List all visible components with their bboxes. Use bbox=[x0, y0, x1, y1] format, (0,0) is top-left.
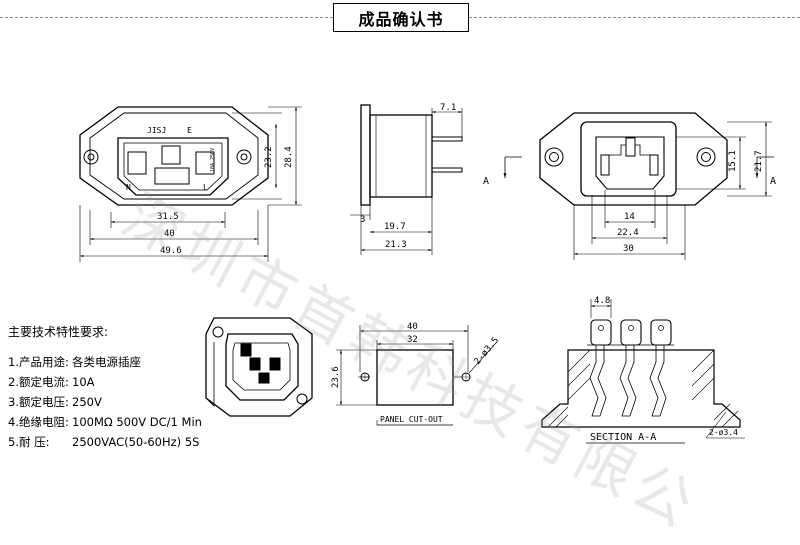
rear-mount-hole-left bbox=[544, 147, 564, 167]
dim-31-5: 31.5 bbox=[157, 212, 179, 222]
section-body-outline bbox=[541, 349, 741, 428]
rear-pin-e bbox=[625, 137, 636, 157]
side-flange bbox=[360, 104, 371, 206]
spec-row: 1.产品用途:各类电源插座 bbox=[8, 352, 202, 372]
hole-leader bbox=[468, 342, 497, 374]
section-hole-leader bbox=[705, 411, 727, 439]
rear-body-outline bbox=[580, 121, 677, 197]
dim-23-2: 23.2 bbox=[264, 146, 274, 168]
rear-view: A A 14 22.4 30 15.1 21.7 bbox=[483, 112, 776, 260]
iso-pin-n bbox=[249, 357, 261, 371]
front-mount-hole-left bbox=[83, 149, 99, 165]
iso-mount-hole-right bbox=[296, 393, 308, 405]
dim-15-1: 15.1 bbox=[728, 150, 738, 172]
spec-value: 2500VAC(50-60Hz) 5S bbox=[72, 435, 200, 449]
rear-mount-hole-left-inner bbox=[549, 152, 559, 162]
document-title: 成品确认书 bbox=[333, 3, 469, 32]
document-title-text: 成品确认书 bbox=[358, 9, 444, 29]
front-center-block bbox=[154, 167, 190, 185]
rear-mount-hole-right bbox=[696, 147, 716, 167]
spec-row: 3.额定电压:250V bbox=[8, 392, 202, 412]
rear-socket-inner bbox=[595, 136, 665, 190]
dim-4-8: 4.8 bbox=[594, 296, 610, 306]
side-terminal-bottom bbox=[431, 167, 463, 173]
section-label: SECTION A-A bbox=[590, 432, 656, 443]
spec-value: 各类电源插座 bbox=[72, 355, 141, 369]
dim-section-hole: 2-ø3.4 bbox=[709, 428, 738, 437]
pin-l-slot bbox=[195, 151, 215, 175]
rear-flange-outline bbox=[539, 112, 728, 206]
dim-cutout-40: 40 bbox=[407, 322, 418, 332]
dim-22-4: 22.4 bbox=[617, 228, 639, 238]
dim-cutout-hole: 2-ø3.5 bbox=[473, 336, 502, 367]
dim-14: 14 bbox=[624, 212, 635, 222]
title-divider-left bbox=[0, 17, 333, 18]
dim-19-7: 19.7 bbox=[384, 222, 406, 232]
iso-socket-outline bbox=[225, 333, 299, 401]
spec-value: 100MΩ 500V DC/1 Min bbox=[72, 415, 202, 429]
iso-pin-l bbox=[269, 357, 281, 371]
spec-label: 2.额定电流: bbox=[8, 375, 69, 389]
section-hatch bbox=[547, 349, 739, 428]
section-terminal-1 bbox=[590, 319, 612, 346]
dim-49-6: 49.6 bbox=[160, 246, 182, 256]
iso-pin-lower bbox=[258, 372, 270, 384]
front-flange-outline bbox=[79, 106, 269, 206]
front-view: JISJ E N L 10A 250V 31.5 40 49.6 23.2 28… bbox=[79, 106, 302, 262]
live-mark: L bbox=[203, 183, 208, 192]
front-mount-hole-right bbox=[236, 149, 252, 165]
dim-28-4: 28.4 bbox=[284, 146, 294, 168]
title-divider-right bbox=[469, 17, 800, 18]
cutout-rectangle bbox=[376, 349, 454, 406]
front-flange-inner bbox=[89, 112, 259, 200]
isometric-view bbox=[205, 317, 313, 417]
front-socket-inner bbox=[123, 142, 223, 191]
iso-mount-hole-left bbox=[212, 326, 224, 338]
side-view: 7.1 3 19.7 21.3 bbox=[350, 103, 463, 255]
dim-21-3: 21.3 bbox=[385, 240, 407, 250]
pin-e-slot bbox=[161, 145, 181, 165]
dim-3: 3 bbox=[360, 215, 365, 225]
spec-heading: 主要技术特性要求: bbox=[8, 325, 109, 339]
dim-21-7: 21.7 bbox=[754, 150, 764, 172]
cutout-label: PANEL CUT-OUT bbox=[380, 415, 443, 424]
iso-socket-inner bbox=[232, 342, 291, 391]
rear-pin-l bbox=[649, 154, 659, 176]
spec-row: 5.耐 压: 2500VAC(50-60Hz) 5S bbox=[8, 432, 202, 452]
spec-label: 4.绝缘电阻: bbox=[8, 415, 69, 429]
spec-label: 5.耐 压: bbox=[8, 435, 50, 449]
section-mark-right: A bbox=[770, 176, 776, 187]
front-mount-hole-left-inner bbox=[87, 153, 95, 161]
neutral-mark: N bbox=[126, 183, 131, 192]
spec-block: 主要技术特性要求: 1.产品用途:各类电源插座 2.额定电流:10A 3.额定电… bbox=[8, 322, 202, 452]
spec-row: 4.绝缘电阻:100MΩ 500V DC/1 Min bbox=[8, 412, 202, 432]
drawing-sheet: JISJ E N L 10A 250V 31.5 40 49.6 23.2 28… bbox=[79, 103, 776, 444]
pin-n-slot bbox=[127, 151, 147, 175]
dim-cutout-32: 32 bbox=[407, 335, 418, 345]
side-body bbox=[369, 114, 433, 198]
dim-cutout-23-6: 23.6 bbox=[331, 366, 341, 388]
iso-pin-e bbox=[240, 343, 252, 357]
spec-label: 3.额定电压: bbox=[8, 395, 69, 409]
spec-value: 250V bbox=[72, 395, 102, 409]
spec-label: 1.产品用途: bbox=[8, 355, 69, 369]
rating-mark: 10A 250V bbox=[210, 148, 216, 172]
section-mark-left: A bbox=[483, 176, 489, 187]
rear-pin-n bbox=[600, 154, 610, 176]
section-terminal-2 bbox=[620, 319, 642, 346]
panel-cutout-view: 40 32 23.6 2-ø3.5 PANEL CUT-OUT bbox=[331, 322, 502, 426]
brand-mark: JISJ bbox=[147, 126, 166, 135]
spec-value: 10A bbox=[72, 375, 95, 389]
spec-row: 2.额定电流:10A bbox=[8, 372, 202, 392]
dim-40: 40 bbox=[164, 229, 175, 239]
rear-mount-hole-right-inner bbox=[701, 152, 711, 162]
section-view: 4.8 SECTION A-A 2-ø3.4 bbox=[541, 296, 745, 444]
front-socket-outline bbox=[117, 137, 229, 196]
earth-mark: E bbox=[187, 126, 192, 135]
dim-7-1: 7.1 bbox=[440, 103, 456, 113]
dim-30: 30 bbox=[623, 244, 634, 254]
side-terminal-top bbox=[431, 136, 463, 142]
front-mount-hole-right-inner bbox=[240, 153, 248, 161]
section-terminal-3 bbox=[650, 319, 672, 346]
